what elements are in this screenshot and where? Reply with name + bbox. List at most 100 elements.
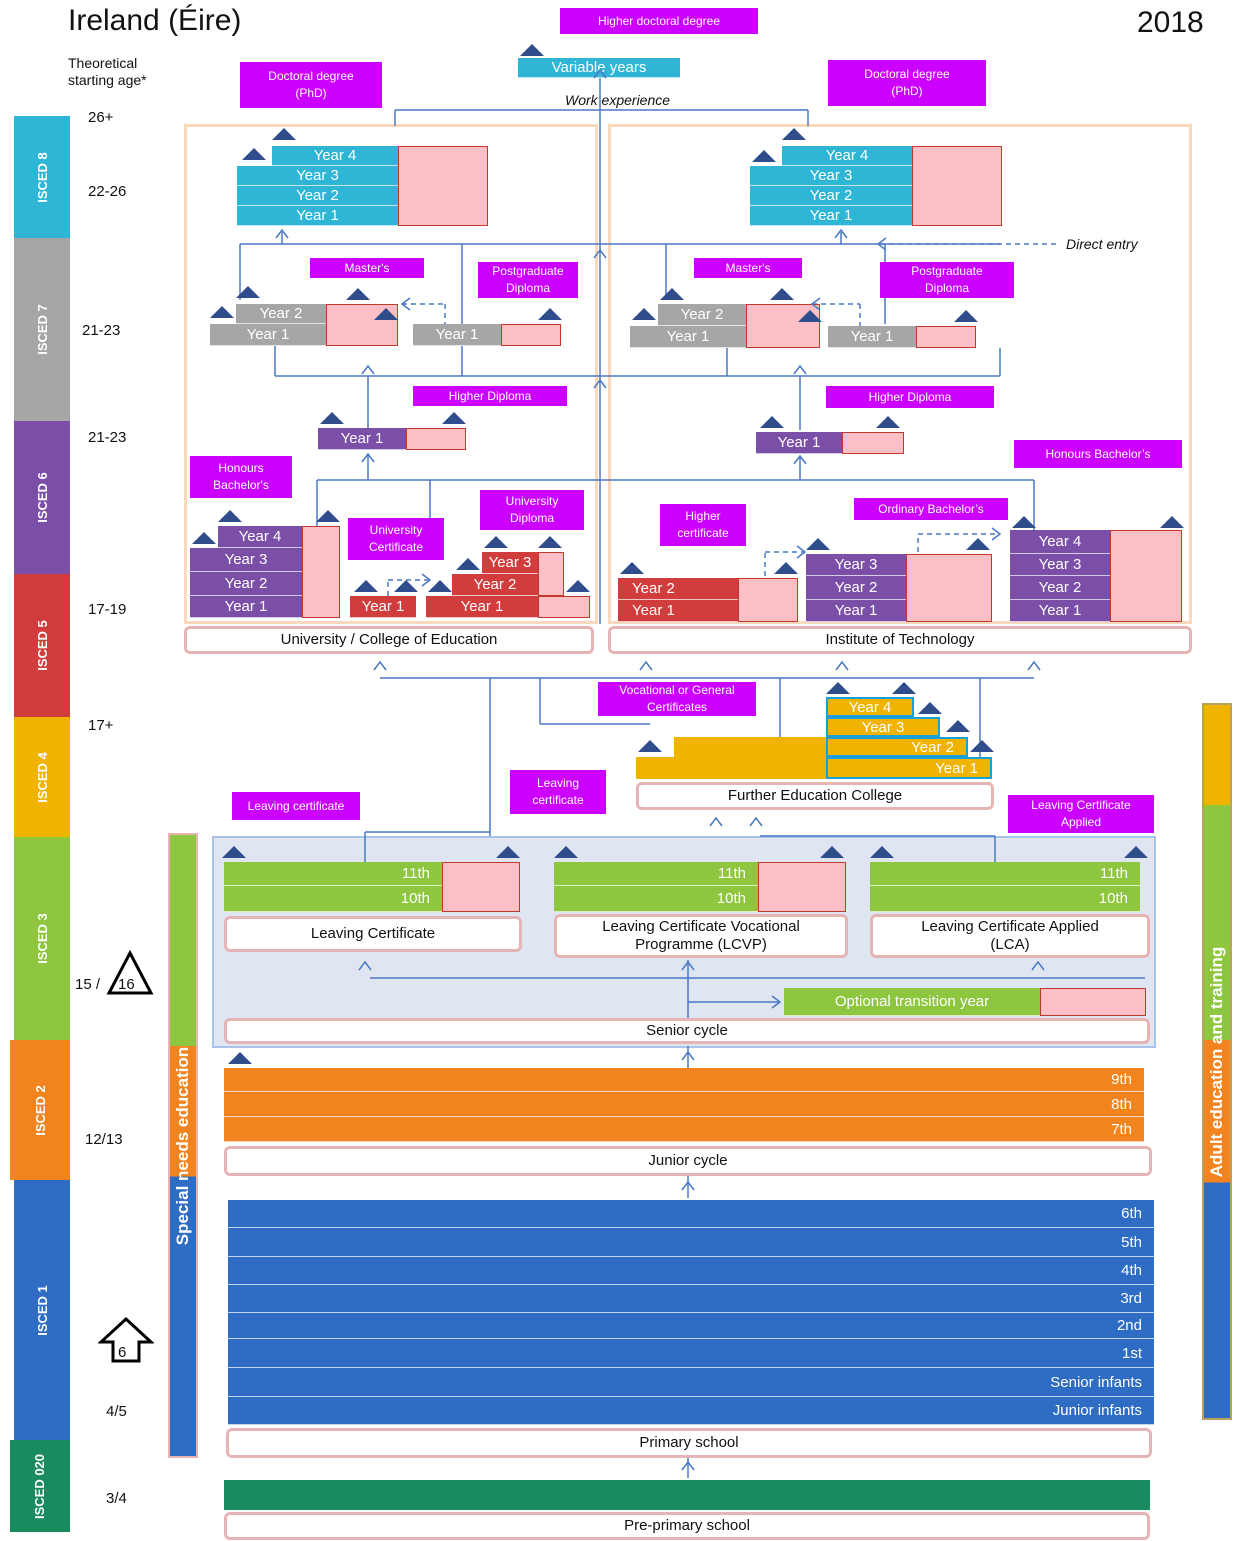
fec-year4: Year 4 bbox=[826, 697, 914, 717]
uni-dip-year3: Year 3 bbox=[482, 552, 538, 574]
triangle-icon bbox=[320, 412, 344, 424]
year-label: 2018 bbox=[1137, 6, 1204, 39]
uni-cert-tag: University Certificate bbox=[348, 518, 444, 560]
triangle-icon bbox=[554, 846, 578, 858]
triangle-icon bbox=[228, 1052, 252, 1064]
primary-5th: 5th bbox=[228, 1228, 1154, 1257]
fec-bar-a bbox=[674, 737, 828, 757]
lcvp-workbox bbox=[758, 862, 846, 912]
triangle-icon bbox=[806, 538, 830, 550]
triangle-icon bbox=[428, 580, 452, 592]
ito-institution: Institute of Technology bbox=[608, 626, 1192, 654]
triangle-icon bbox=[970, 740, 994, 752]
uni-hdip-workbox bbox=[406, 428, 466, 450]
triangle-icon bbox=[774, 562, 798, 574]
junior-8th: 8th bbox=[224, 1092, 1144, 1117]
lc-workbox bbox=[442, 862, 520, 912]
work-experience-label: Work experience bbox=[565, 92, 671, 108]
variable-years-bar: Variable years bbox=[518, 58, 680, 78]
ito-phd-year4: Year 4 bbox=[782, 146, 912, 166]
uni-diploma-tag: University Diploma bbox=[480, 490, 584, 530]
ito-ord-year2: Year 2 bbox=[806, 576, 906, 600]
triangle-icon bbox=[218, 510, 242, 522]
triangle-icon bbox=[566, 580, 590, 592]
age-17: 17+ bbox=[88, 717, 114, 734]
age-6: 6 bbox=[118, 1344, 127, 1361]
uni-hdip-year1: Year 1 bbox=[318, 428, 406, 450]
uni-hons-year4: Year 4 bbox=[218, 526, 302, 548]
ito-hcert-workbox bbox=[738, 578, 798, 622]
ito-hcert-year1: Year 1 bbox=[618, 600, 738, 622]
transition-workbox bbox=[1040, 988, 1146, 1016]
masters-tag-ito: Master's bbox=[694, 258, 802, 278]
ito-masters-year2: Year 2 bbox=[658, 304, 746, 326]
isced-7-band: ISCED 7 bbox=[14, 238, 70, 421]
triangle-icon bbox=[946, 720, 970, 732]
compulsory-start-icon bbox=[98, 1316, 154, 1363]
uni-dip-workbox-a bbox=[538, 552, 564, 596]
ito-ord-year3: Year 3 bbox=[806, 554, 906, 576]
isced-4-band: ISCED 4 bbox=[14, 717, 70, 837]
triangle-icon bbox=[760, 416, 784, 428]
primary-junior-infants: Junior infants bbox=[228, 1397, 1154, 1425]
adult-education-bar: Adult education and training bbox=[1202, 703, 1232, 1420]
triangle-icon bbox=[798, 310, 822, 322]
uni-hons-year2: Year 2 bbox=[190, 572, 302, 596]
university-institution: University / College of Education bbox=[184, 626, 594, 654]
uni-hons-year3: Year 3 bbox=[190, 548, 302, 572]
triangle-icon bbox=[272, 128, 296, 140]
primary-6th: 6th bbox=[228, 1200, 1154, 1228]
university-panel bbox=[184, 124, 598, 624]
honours-tag-ito: Honours Bachelor’s bbox=[1014, 440, 1182, 468]
uni-pgdip-year1: Year 1 bbox=[413, 324, 501, 346]
isced-2-band: ISCED 2 bbox=[10, 1040, 70, 1180]
lca-11th: 11th bbox=[870, 862, 1140, 886]
direct-entry-label: Direct entry bbox=[1066, 236, 1138, 252]
triangle-icon bbox=[1124, 846, 1148, 858]
triangle-icon bbox=[496, 846, 520, 858]
higher-diploma-tag-uni: Higher Diploma bbox=[413, 386, 567, 406]
primary-1st: 1st bbox=[228, 1339, 1154, 1368]
uni-hons-year1: Year 1 bbox=[190, 596, 302, 618]
triangle-icon bbox=[870, 846, 894, 858]
ito-hons-year2: Year 2 bbox=[1010, 576, 1110, 600]
fec-year3: Year 3 bbox=[826, 717, 940, 737]
primary-4th: 4th bbox=[228, 1257, 1154, 1285]
age-15: 15 / bbox=[75, 976, 101, 993]
ito-masters-year1: Year 1 bbox=[630, 326, 746, 348]
ito-phd-year2: Year 2 bbox=[750, 186, 912, 206]
uni-phd-workbox bbox=[398, 146, 488, 226]
triangle-icon bbox=[456, 558, 480, 570]
ito-phd-year3: Year 3 bbox=[750, 166, 912, 186]
lca-tag: Leaving Certificate Applied bbox=[1008, 795, 1154, 833]
lcvp-11th: 11th bbox=[554, 862, 758, 886]
lca-10th: 10th bbox=[870, 886, 1140, 912]
masters-tag-uni: Master's bbox=[310, 258, 424, 278]
age-21-23: 21-23 bbox=[82, 322, 121, 339]
primary-senior-infants: Senior infants bbox=[228, 1368, 1154, 1397]
special-needs-bar: Special needs education bbox=[168, 833, 198, 1458]
triangle-icon bbox=[660, 288, 684, 300]
age-21-23b: 21-23 bbox=[88, 429, 127, 446]
uni-pgdip-workbox bbox=[501, 324, 561, 346]
primary-2nd: 2nd bbox=[228, 1313, 1154, 1339]
triangle-icon bbox=[520, 44, 544, 56]
lca-institution: Leaving Certificate Applied (LCA) bbox=[870, 914, 1150, 958]
triangle-icon bbox=[538, 308, 562, 320]
uni-phd-year2: Year 2 bbox=[237, 186, 398, 206]
ito-ord-workbox bbox=[906, 554, 992, 622]
primary-institution: Primary school bbox=[226, 1428, 1152, 1458]
triangle-icon bbox=[1160, 516, 1184, 528]
triangle-icon bbox=[770, 288, 794, 300]
optional-transition-bar: Optional transition year bbox=[784, 988, 1040, 1016]
uni-dip-workbox-b bbox=[538, 596, 590, 618]
doctoral-tag-ito: Doctoral degree (PhD) bbox=[828, 60, 986, 106]
age-12-13: 12/13 bbox=[85, 1131, 123, 1148]
senior-cycle-institution: Senior cycle bbox=[224, 1018, 1150, 1044]
age-3-4: 3/4 bbox=[106, 1490, 127, 1507]
uni-hons-workbox bbox=[302, 526, 340, 618]
honours-tag-uni: Honours Bachelor's bbox=[190, 456, 292, 498]
lc-11th: 11th bbox=[224, 862, 442, 886]
triangle-icon bbox=[876, 416, 900, 428]
